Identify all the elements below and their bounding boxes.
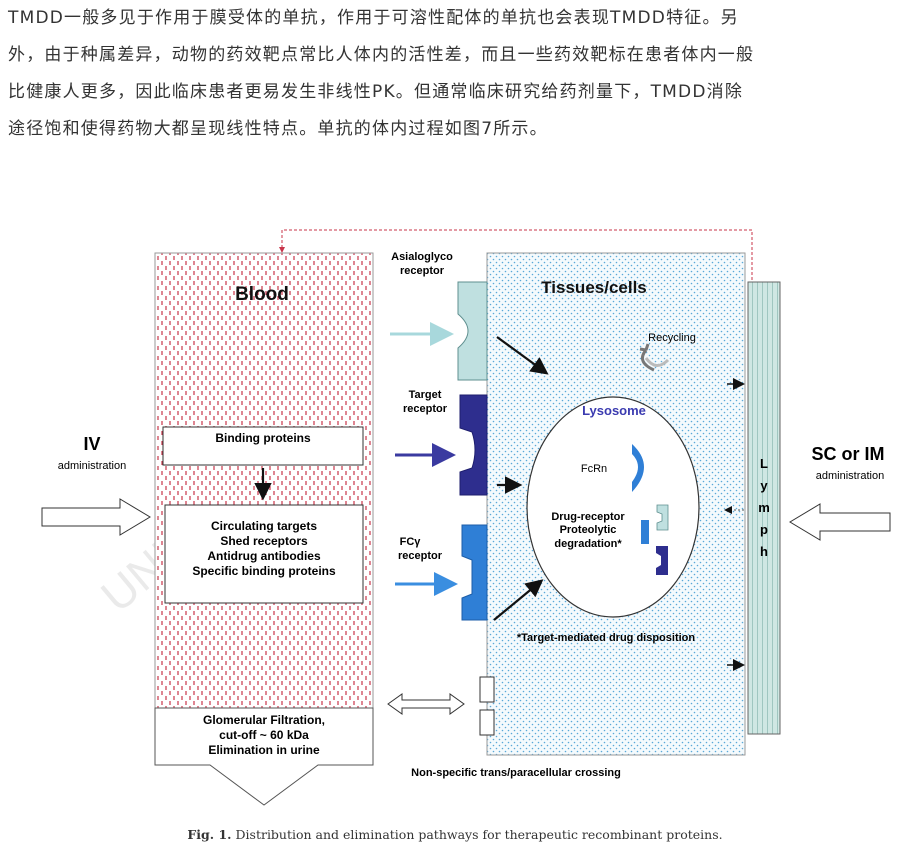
- degraded-asialo-icon: [656, 504, 669, 531]
- paragraph-line: 比健康人更多，因此临床患者更易发生非线性PK。但通常临床研究给药剂量下，TMDD…: [8, 82, 744, 102]
- body-paragraph: TMDD一般多见于作用于膜受体的单抗，作用于可溶性配体的单抗也会表现TMDD特征…: [8, 0, 906, 148]
- binding-proteins-box: [162, 426, 364, 466]
- feedback-line: [279, 229, 753, 280]
- fcg-label: receptor: [398, 550, 443, 562]
- circulating-box: [164, 504, 364, 604]
- uptake-arrow: [496, 336, 549, 375]
- glomerular-line: cut-off ~ 60 kDa: [219, 728, 309, 742]
- asialoglyco-label: Asialoglyco: [391, 251, 453, 263]
- recycling-icon: [639, 343, 655, 372]
- degraded-fcg-icon: [641, 520, 649, 544]
- recycling-icon: [644, 357, 670, 367]
- recycling-label: Recycling: [648, 332, 696, 344]
- glomerular-line: Glomerular Filtration,: [203, 713, 325, 727]
- iv-arrow: [41, 498, 151, 536]
- lymph-letter: L: [760, 456, 768, 471]
- paragraph-line: TMDD一般多见于作用于膜受体的单抗，作用于可溶性配体的单抗也会表现TMDD特征…: [8, 8, 739, 28]
- fcg-label: FCγ: [400, 536, 422, 548]
- pore-block: [479, 676, 495, 703]
- target-label: receptor: [403, 403, 448, 415]
- sc-sub: administration: [816, 470, 884, 482]
- asialoglyco-receptor: [457, 281, 488, 381]
- circulating-line: Antidrug antibodies: [207, 549, 321, 563]
- sc-arrow: [789, 503, 891, 541]
- glomerular-arrow: [154, 707, 374, 806]
- nonspecific-label: Non-specific trans/paracellular crossing: [411, 767, 621, 779]
- fcrn-label: FcRn: [581, 463, 607, 475]
- drug-receptor-line: Proteolytic: [560, 524, 617, 536]
- fcg-receptor: [461, 524, 488, 621]
- binding-proteins-label: Binding proteins: [215, 431, 311, 445]
- tmdd-note: *Target-mediated drug disposition: [517, 632, 696, 644]
- caption-text: Distribution and elimination pathways fo…: [231, 827, 723, 842]
- circulating-line: Shed receptors: [220, 534, 308, 548]
- degraded-target-icon: [656, 546, 668, 575]
- lymph-vessel: [747, 281, 781, 735]
- nonspecific-arrow: [387, 693, 465, 715]
- lymph-letter: y: [760, 478, 768, 493]
- paragraph-line: 途径饱和使得药物大都呈现线性特点。单抗的体内过程如图7所示。: [8, 119, 548, 139]
- tissues-title: Tissues/cells: [541, 278, 647, 297]
- caption-prefix: Fig. 1.: [187, 827, 232, 842]
- blood-title: Blood: [235, 284, 289, 305]
- distribution-diagram: UNIV... Blood Binding proteins Circulati…: [41, 229, 891, 806]
- iv-label: IV: [83, 434, 100, 454]
- fcrn-receptor: [632, 444, 644, 492]
- pore-block: [479, 709, 495, 736]
- target-receptor: [459, 394, 488, 496]
- paragraph-line: 外，由于种属差异，动物的药效靶点常比人体内的活性差，而且一些药效靶标在患者体内一…: [8, 45, 755, 65]
- sc-label: SC or IM: [811, 444, 884, 464]
- lysosome: [526, 396, 700, 618]
- lymph-letter: p: [760, 522, 768, 537]
- glomerular-line: Elimination in urine: [208, 743, 320, 757]
- uptake-arrow: [493, 579, 544, 621]
- lymph-letter: m: [758, 500, 770, 515]
- drug-receptor-line: Drug-receptor: [551, 511, 625, 523]
- lysosome-label: Lysosome: [582, 403, 646, 418]
- drug-receptor-line: degradation*: [554, 538, 622, 550]
- target-label: Target: [409, 389, 442, 401]
- lymph-letter: h: [760, 544, 768, 559]
- iv-sub: administration: [58, 460, 126, 472]
- figure-caption: Fig. 1. Distribution and elimination pat…: [0, 827, 910, 842]
- circulating-line: Circulating targets: [211, 519, 317, 533]
- asialoglyco-label: receptor: [400, 265, 445, 277]
- circulating-line: Specific binding proteins: [192, 564, 336, 578]
